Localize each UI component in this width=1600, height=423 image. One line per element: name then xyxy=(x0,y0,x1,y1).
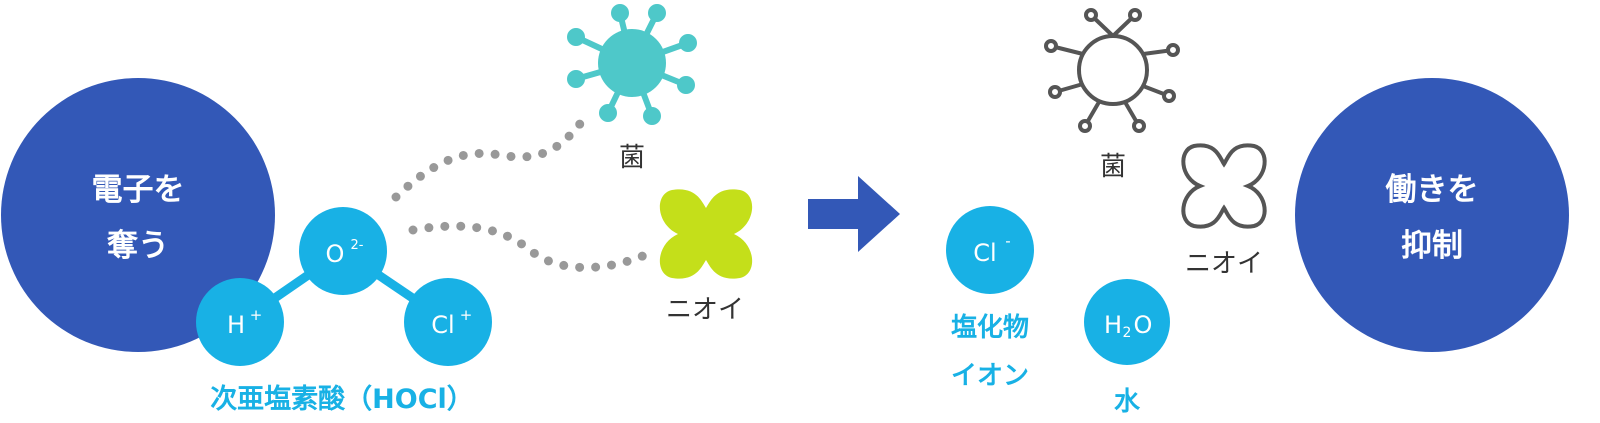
dotted-path-to-odor xyxy=(408,221,650,272)
water-subscript: 2 xyxy=(1123,325,1132,341)
dotted-path-to-bacteria xyxy=(391,115,588,202)
neutralized-odor-label: ニオイ xyxy=(1185,249,1263,279)
neutralized-bacteria-icon xyxy=(1044,8,1180,133)
chlorine-circle xyxy=(404,278,492,366)
water-circle xyxy=(1084,279,1170,365)
oxygen-atom: O 2- xyxy=(299,207,387,295)
chlorine-symbol: Cl xyxy=(431,311,454,339)
oxygen-charge: 2- xyxy=(351,238,364,253)
neutralized-odor-icon xyxy=(1181,143,1267,229)
chlorine-atom: Cl + xyxy=(404,278,492,366)
odor-label: ニオイ xyxy=(666,295,744,325)
right-circle: 働きを 抑制 xyxy=(1295,78,1569,352)
right-circle-shape xyxy=(1295,78,1569,352)
chloride-circle xyxy=(946,206,1034,294)
chloride-symbol: Cl xyxy=(973,239,996,267)
left-circle-shape xyxy=(1,78,275,352)
right-circle-line1: 働きを xyxy=(1386,172,1479,208)
molecule-label: 次亜塩素酸（HOCl） xyxy=(210,384,474,415)
oxygen-circle xyxy=(299,207,387,295)
bacteria-icon xyxy=(567,4,697,125)
hydrogen-symbol: H xyxy=(227,311,245,339)
chloride-label-line1: 塩化物 xyxy=(951,313,1029,343)
bacteria-label: 菌 xyxy=(619,143,645,173)
hydrogen-circle xyxy=(196,278,284,366)
odor-icon xyxy=(659,189,753,279)
neutralized-bacteria-label: 菌 xyxy=(1100,152,1126,182)
chloride-charge: - xyxy=(1005,232,1010,250)
left-circle-line1: 電子を xyxy=(92,172,185,208)
left-circle: 電子を 奪う xyxy=(1,78,275,352)
oxygen-symbol: O xyxy=(326,240,345,268)
chloride-label-line2: イオン xyxy=(951,361,1029,391)
water-symbol-h: H xyxy=(1104,311,1122,339)
left-circle-line2: 奪う xyxy=(107,228,169,264)
chloride-ion: Cl - xyxy=(946,206,1034,294)
hydrogen-charge: + xyxy=(250,306,263,324)
hydrogen-atom: H + xyxy=(196,278,284,366)
water-label: 水 xyxy=(1114,387,1141,417)
arrow-right-icon xyxy=(808,176,900,252)
right-circle-line2: 抑制 xyxy=(1401,228,1463,264)
water-symbol-o: O xyxy=(1134,311,1153,339)
water-molecule: H 2 O xyxy=(1084,279,1170,365)
chlorine-charge: + xyxy=(460,306,473,324)
